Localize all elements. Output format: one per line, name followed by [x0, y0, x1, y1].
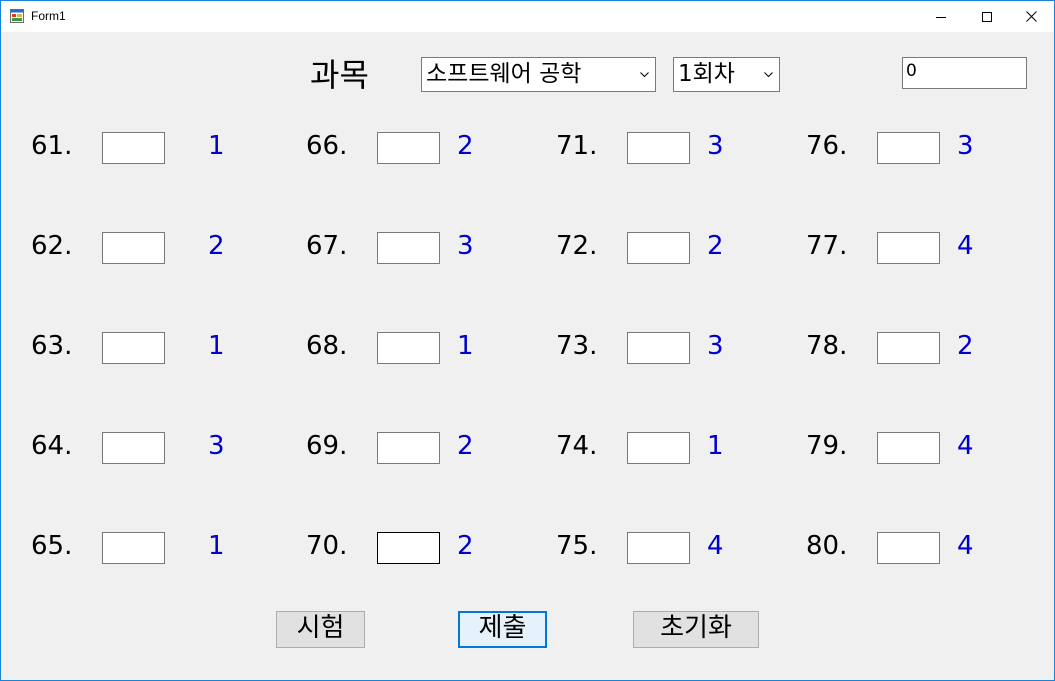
question-number: 66. — [306, 131, 348, 161]
answer-input[interactable] — [102, 532, 165, 564]
winforms-app-icon — [10, 9, 24, 23]
chevron-down-icon — [764, 72, 773, 78]
answer-input[interactable] — [377, 532, 440, 564]
minimize-icon — [936, 16, 946, 18]
answer-input[interactable] — [377, 132, 440, 164]
answer-input[interactable] — [877, 332, 940, 364]
answer-input[interactable] — [102, 432, 165, 464]
correct-answer: 4 — [957, 431, 974, 461]
subject-select-value: 소프트웨어 공학 — [426, 61, 582, 87]
minimize-button[interactable] — [918, 1, 964, 32]
correct-answer: 1 — [208, 331, 225, 361]
question-number: 78. — [806, 331, 848, 361]
correct-answer: 1 — [208, 531, 225, 561]
answer-input[interactable] — [102, 332, 165, 364]
question-number: 76. — [806, 131, 848, 161]
score-field[interactable]: 0 — [902, 57, 1027, 89]
correct-answer: 1 — [707, 431, 724, 461]
correct-answer: 2 — [457, 531, 474, 561]
submit-button[interactable]: 제출 — [458, 611, 547, 648]
answer-input[interactable] — [102, 132, 165, 164]
correct-answer: 3 — [707, 331, 724, 361]
maximize-button[interactable] — [964, 1, 1010, 32]
answer-input[interactable] — [877, 532, 940, 564]
subject-label: 과목 — [310, 56, 369, 94]
question-number: 70. — [306, 531, 348, 561]
correct-answer: 3 — [957, 131, 974, 161]
maximize-icon — [982, 11, 992, 22]
answer-input[interactable] — [627, 132, 690, 164]
correct-answer: 1 — [208, 131, 225, 161]
title-bar[interactable]: Form1 — [1, 1, 1054, 32]
answer-input[interactable] — [627, 532, 690, 564]
question-number: 65. — [31, 531, 73, 561]
question-number: 80. — [806, 531, 848, 561]
answer-input[interactable] — [377, 432, 440, 464]
correct-answer: 2 — [208, 231, 225, 261]
question-number: 61. — [31, 131, 73, 161]
question-number: 75. — [556, 531, 598, 561]
question-number: 73. — [556, 331, 598, 361]
answer-input[interactable] — [877, 432, 940, 464]
exam-button[interactable]: 시험 — [276, 611, 365, 648]
close-icon — [1025, 11, 1037, 22]
question-number: 68. — [306, 331, 348, 361]
correct-answer: 2 — [457, 431, 474, 461]
chevron-down-icon — [640, 72, 649, 78]
correct-answer: 3 — [707, 131, 724, 161]
answer-input[interactable] — [877, 232, 940, 264]
correct-answer: 2 — [957, 331, 974, 361]
answer-input[interactable] — [627, 432, 690, 464]
question-number: 69. — [306, 431, 348, 461]
round-select[interactable]: 1회차 — [673, 57, 780, 92]
question-number: 77. — [806, 231, 848, 261]
answer-input[interactable] — [627, 232, 690, 264]
round-select-value: 1회차 — [678, 61, 735, 87]
correct-answer: 2 — [457, 131, 474, 161]
window-title: Form1 — [31, 9, 66, 23]
answer-input[interactable] — [102, 232, 165, 264]
subject-select[interactable]: 소프트웨어 공학 — [421, 57, 656, 92]
correct-answer: 4 — [707, 531, 724, 561]
question-number: 72. — [556, 231, 598, 261]
question-number: 64. — [31, 431, 73, 461]
correct-answer: 3 — [457, 231, 474, 261]
reset-button[interactable]: 초기화 — [633, 611, 759, 648]
question-number: 74. — [556, 431, 598, 461]
score-value: 0 — [906, 61, 917, 81]
answer-input[interactable] — [377, 232, 440, 264]
question-number: 71. — [556, 131, 598, 161]
close-button[interactable] — [1008, 1, 1054, 32]
correct-answer: 2 — [707, 231, 724, 261]
question-number: 79. — [806, 431, 848, 461]
answer-input[interactable] — [877, 132, 940, 164]
answer-input[interactable] — [377, 332, 440, 364]
question-number: 67. — [306, 231, 348, 261]
correct-answer: 3 — [208, 431, 225, 461]
answer-input[interactable] — [627, 332, 690, 364]
question-number: 63. — [31, 331, 73, 361]
correct-answer: 4 — [957, 231, 974, 261]
question-number: 62. — [31, 231, 73, 261]
correct-answer: 4 — [957, 531, 974, 561]
correct-answer: 1 — [457, 331, 474, 361]
